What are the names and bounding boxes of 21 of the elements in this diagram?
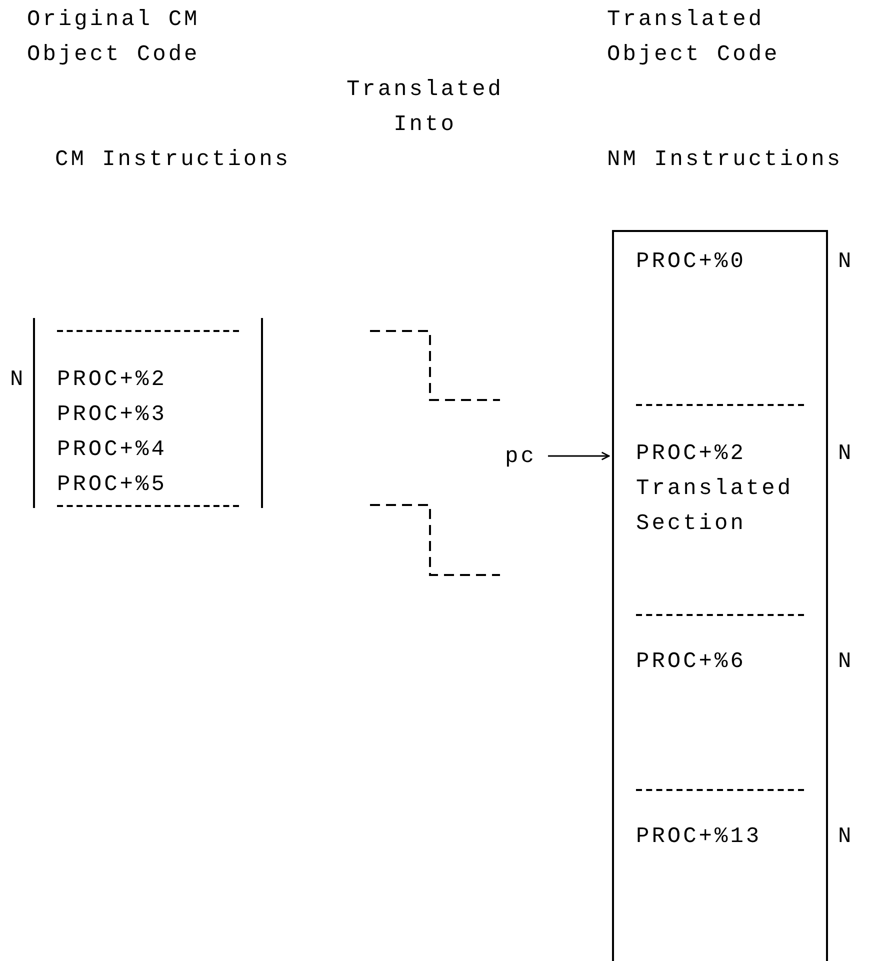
marker-letter: N xyxy=(838,823,854,851)
code-line: PROC+%5 xyxy=(57,471,168,499)
code-line: Translated Section xyxy=(636,475,794,538)
marker-letter: N xyxy=(10,366,26,394)
heading-text: Translated Object Code xyxy=(607,6,781,69)
heading-text: N xyxy=(838,248,855,276)
code-line: PROC+%0 xyxy=(636,248,747,276)
code-line: PROC+%13 xyxy=(636,823,763,851)
heading-text: CM Instructions xyxy=(55,146,292,174)
code-line: PROC+%4 xyxy=(57,436,168,464)
heading-text: Translated Into xyxy=(345,76,505,139)
marker-letter: N xyxy=(838,440,854,468)
pointer-arrow xyxy=(548,452,610,460)
code-line: PROC+%6 xyxy=(636,648,747,676)
marker-letter: N xyxy=(838,648,854,676)
heading-text: Original CM Object Code xyxy=(27,6,201,69)
code-line: PROC+%2 xyxy=(57,366,168,394)
code-line: PROC+%3 xyxy=(57,401,168,429)
edge-label: pc xyxy=(505,443,536,471)
code-line: PROC+%2 xyxy=(636,440,747,468)
heading-text: NM Instructions xyxy=(607,146,844,174)
